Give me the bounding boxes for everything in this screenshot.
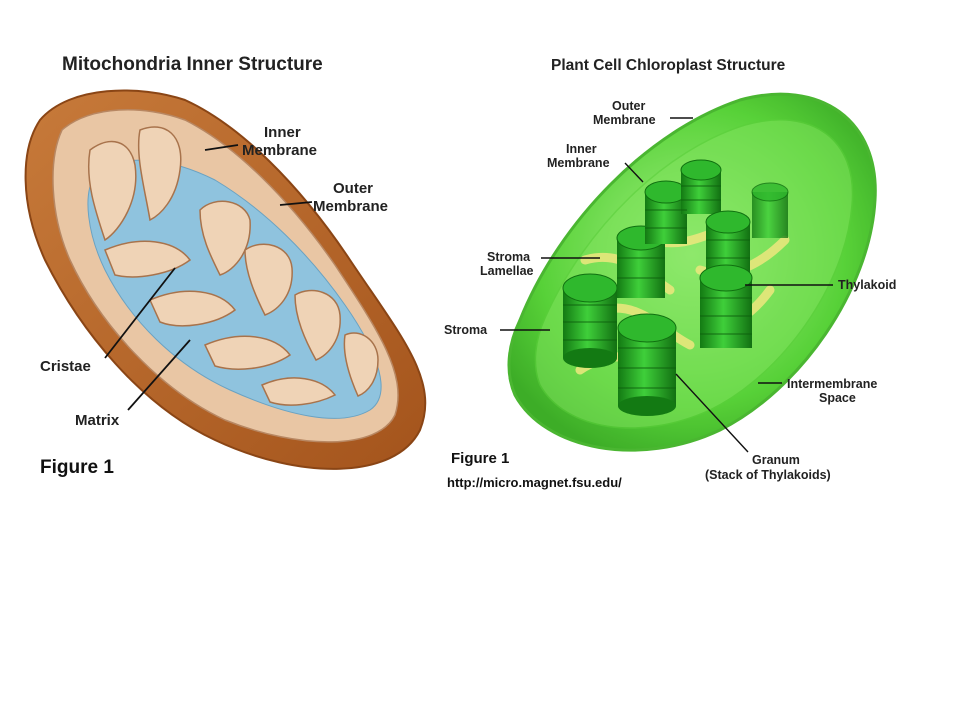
chloroplast-figure-caption: Figure 1 — [451, 450, 509, 467]
label-stroma: Stroma — [444, 323, 488, 337]
mitochondria-figure-caption: Figure 1 — [40, 457, 114, 478]
granum-stack — [617, 313, 677, 416]
label-outer-membrane-line1: Outer — [333, 180, 373, 197]
cristae-folds — [87, 126, 379, 406]
granum-stack — [562, 273, 618, 368]
mitochondria-title: Mitochondria Inner Structure — [62, 54, 323, 75]
label-inner-membrane-line1: Inner — [264, 124, 301, 141]
cristae-leader — [104, 267, 176, 359]
granum-stack — [699, 264, 753, 348]
label-intermembrane-line1: Intermembrane — [787, 377, 877, 391]
label-stroma-lamellae-line1: Stroma — [487, 250, 531, 264]
chloroplast-figure: Plant Cell Chloroplast Structure — [444, 57, 896, 490]
label-matrix: Matrix — [75, 412, 120, 429]
granum-stack — [644, 180, 688, 244]
source-url: http://micro.magnet.fsu.edu/ — [447, 475, 622, 490]
label-outer-membrane-line1: Outer — [612, 99, 645, 113]
matrix-area — [87, 159, 382, 419]
granum-stack — [751, 182, 789, 238]
label-outer-membrane-line2: Membrane — [593, 113, 656, 127]
inner-membrane-leader — [204, 144, 239, 151]
granum-leader — [675, 373, 749, 453]
grana-stacks — [562, 159, 789, 416]
outer-membrane-leader — [279, 201, 313, 206]
label-inner-membrane-line1: Inner — [566, 142, 597, 156]
matrix-leader — [127, 339, 191, 411]
thylakoid-ridges — [563, 185, 752, 389]
label-stroma-lamellae-line2: Lamellae — [480, 264, 534, 278]
chloroplast-title: Plant Cell Chloroplast Structure — [551, 57, 786, 74]
label-thylakoid: Thylakoid — [838, 278, 896, 292]
inner-membrane-leader — [624, 162, 644, 183]
label-outer-membrane-line2: Membrane — [313, 198, 388, 215]
mitochondria-figure: Mitochondria Inner Structure — [24, 54, 427, 478]
label-cristae: Cristae — [40, 358, 91, 375]
label-intermembrane-line2: Space — [819, 391, 856, 405]
label-granum-line1: Granum — [752, 453, 800, 467]
mitochondria-illustration — [24, 89, 427, 470]
label-granum-line2: (Stack of Thylakoids) — [705, 468, 831, 482]
label-inner-membrane-line2: Membrane — [547, 156, 610, 170]
chloroplast-illustration — [507, 92, 877, 452]
granum-stack — [680, 159, 722, 214]
label-inner-membrane-line2: Membrane — [242, 142, 317, 159]
